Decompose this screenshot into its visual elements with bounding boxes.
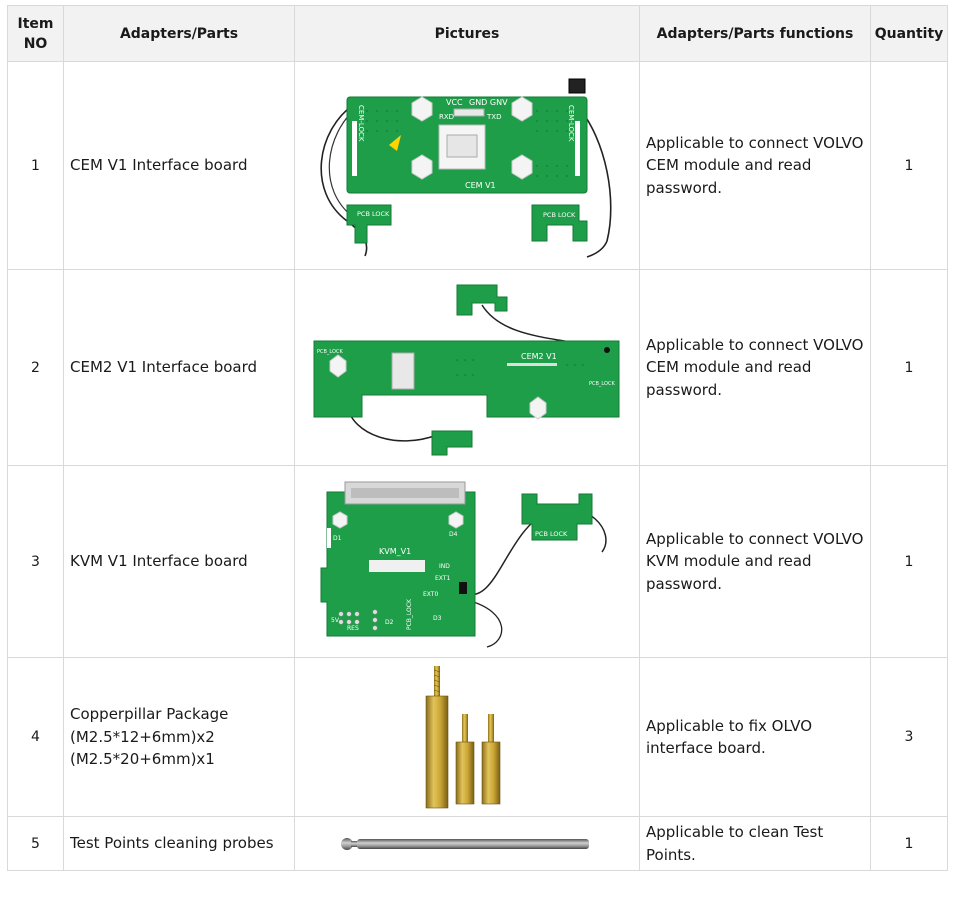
part-picture bbox=[294, 816, 640, 871]
item-no: 3 bbox=[7, 465, 64, 658]
label-cem-lock-right: CEM-LOCK bbox=[567, 105, 575, 142]
item-no: 5 bbox=[7, 816, 64, 871]
cleaning-probe-image bbox=[341, 837, 589, 850]
header-parts: Adapters/Parts bbox=[63, 5, 295, 62]
label-vcc: VCC bbox=[446, 98, 463, 107]
label-kvm-v1: KVM_V1 bbox=[379, 547, 411, 556]
item-no: 4 bbox=[7, 657, 64, 817]
label-rxd: RXD bbox=[439, 113, 454, 121]
part-name-line: KVM V1 Interface board bbox=[70, 552, 248, 571]
part-name-line: Copperpillar Package bbox=[70, 705, 229, 724]
label-tab-left: PCB LOCK bbox=[357, 210, 390, 218]
part-quantity: 1 bbox=[870, 269, 948, 466]
label-5v: 5V bbox=[331, 617, 340, 624]
table-row: 5 Test Points cleaning probes bbox=[7, 816, 948, 871]
part-quantity: 3 bbox=[870, 657, 948, 817]
cem2-v1-board-image: CEM2 V1 PCB_LOCK PCB_LOCK bbox=[313, 284, 620, 455]
part-name-line: Test Points cleaning probes bbox=[70, 834, 274, 853]
label-gnd-gnv: GND GNV bbox=[469, 98, 508, 107]
table-row: 3 KVM V1 Interface board KVM_V1 D1 bbox=[7, 465, 948, 658]
part-picture: VCC GND GNV RXD TXD CEM V1 CEM-LOCK CEM-… bbox=[294, 61, 640, 270]
header-item-no-line1: Item bbox=[17, 15, 54, 32]
part-picture: KVM_V1 D1 D4 IND EXT1 EXT0 PCB_LOCK D3 5… bbox=[294, 465, 640, 658]
part-quantity: 1 bbox=[870, 816, 948, 871]
header-functions: Adapters/Parts functions bbox=[639, 5, 871, 62]
label-d3: D3 bbox=[433, 615, 442, 622]
label-res: RES bbox=[347, 625, 359, 632]
item-no: 1 bbox=[7, 61, 64, 270]
header-pictures: Pictures bbox=[294, 5, 640, 62]
label-d1: D1 bbox=[333, 535, 342, 542]
part-name: KVM V1 Interface board bbox=[63, 465, 295, 658]
part-quantity: 1 bbox=[870, 465, 948, 658]
part-function: Applicable to fix OLVO interface board. bbox=[639, 657, 871, 817]
table-header-row: Item NO Adapters/Parts Pictures Adapters… bbox=[7, 5, 948, 62]
part-name: CEM V1 Interface board bbox=[63, 61, 295, 270]
label-ext0: EXT0 bbox=[423, 591, 438, 598]
item-no: 2 bbox=[7, 269, 64, 466]
part-name-line: CEM V1 Interface board bbox=[70, 156, 248, 175]
table-row: 2 CEM2 V1 Interface board bbox=[7, 269, 948, 466]
part-name-line: CEM2 V1 Interface board bbox=[70, 358, 258, 377]
parts-table: Item NO Adapters/Parts Pictures Adapters… bbox=[7, 5, 948, 871]
label-ext1: EXT1 bbox=[435, 575, 450, 582]
label-d4: D4 bbox=[449, 531, 458, 538]
label-ind: IND bbox=[439, 563, 450, 570]
kvm-v1-board-image: KVM_V1 D1 D4 IND EXT1 EXT0 PCB_LOCK D3 5… bbox=[320, 481, 607, 648]
part-function: Applicable to clean Test Points. bbox=[639, 816, 871, 871]
label-board-cem-v1: CEM V1 bbox=[465, 181, 496, 190]
part-quantity: 1 bbox=[870, 61, 948, 270]
header-item-no: Item NO bbox=[7, 5, 64, 62]
part-name-line: (M2.5*12+6mm)x2 bbox=[70, 727, 215, 746]
label-pcb-lock: PCB_LOCK bbox=[406, 598, 413, 630]
part-function: Applicable to connect VOLVO KVM module a… bbox=[639, 465, 871, 658]
part-name-line: (M2.5*20+6mm)x1 bbox=[70, 750, 215, 769]
table-row: 4 Copperpillar Package (M2.5*12+6mm)x2 (… bbox=[7, 657, 948, 817]
label-pcb-lock-right: PCB_LOCK bbox=[589, 381, 615, 387]
label-txd: TXD bbox=[486, 113, 501, 121]
header-item-no-line2: NO bbox=[23, 35, 48, 52]
part-function: Applicable to connect VOLVO CEM module a… bbox=[639, 269, 871, 466]
header-quantity: Quantity bbox=[870, 5, 948, 62]
part-picture: CEM2 V1 PCB_LOCK PCB_LOCK bbox=[294, 269, 640, 466]
part-name: Test Points cleaning probes bbox=[63, 816, 295, 871]
label-tab-pcb-lock: PCB LOCK bbox=[535, 530, 568, 538]
label-pcb-lock-left: PCB_LOCK bbox=[317, 349, 343, 355]
part-picture bbox=[294, 657, 640, 817]
part-function: Applicable to connect VOLVO CEM module a… bbox=[639, 61, 871, 270]
label-cem-lock-left: CEM-LOCK bbox=[357, 105, 365, 142]
part-name: Copperpillar Package (M2.5*12+6mm)x2 (M2… bbox=[63, 657, 295, 817]
part-name: CEM2 V1 Interface board bbox=[63, 269, 295, 466]
cem-v1-board-image: VCC GND GNV RXD TXD CEM V1 CEM-LOCK CEM-… bbox=[320, 78, 612, 258]
label-d2: D2 bbox=[385, 619, 394, 626]
table-row: 1 CEM V1 Interface board bbox=[7, 61, 948, 270]
label-board-cem2-v1: CEM2 V1 bbox=[521, 352, 557, 361]
label-tab-right: PCB LOCK bbox=[543, 211, 576, 219]
copper-pillars-image bbox=[425, 666, 501, 809]
